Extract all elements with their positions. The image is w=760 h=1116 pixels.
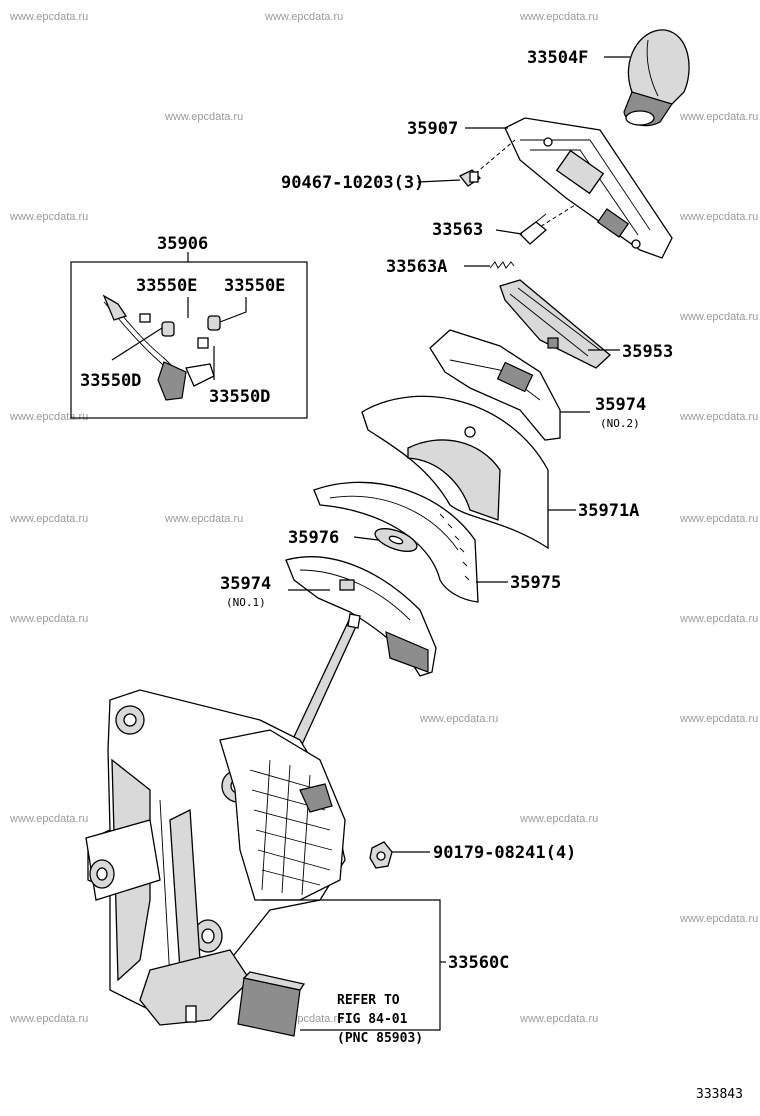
label-pin: 33563 — [432, 220, 483, 240]
shift-lever-assembly-drawing — [85, 613, 361, 1026]
label-washer: 35976 — [288, 528, 339, 548]
label-cover: 35971A — [578, 501, 639, 521]
watermark-text: www.epcdata.ru — [9, 411, 88, 423]
part-labels: 33504F 35907 90467-10203(3) 33563 33563A… — [80, 48, 743, 1102]
washer-drawing — [374, 528, 418, 552]
watermark-text: www.epcdata.ru — [9, 813, 88, 825]
label-indicator-no1-sub: (NO.1) — [226, 596, 266, 609]
label-lever-assy: 33560C — [448, 953, 509, 973]
watermark-text: www.epcdata.ru — [519, 1013, 598, 1025]
watermark-text: www.epcdata.ru — [164, 513, 243, 525]
watermark-text: www.epcdata.ru — [679, 111, 758, 123]
label-plate-upper: 35907 — [407, 119, 458, 139]
nut-drawing — [369, 841, 393, 869]
watermark-text: www.epcdata.ru — [679, 513, 758, 525]
watermark-text: www.epcdata.ru — [164, 111, 243, 123]
screw-drawing — [458, 169, 482, 187]
indicator-no1-drawing — [285, 556, 437, 677]
refer-line-2: FIG 84-01 — [337, 1012, 408, 1027]
leader-lines — [111, 56, 630, 1031]
watermark-text: www.epcdata.ru — [679, 311, 758, 323]
label-indicator-no2-sub: (NO.2) — [600, 417, 640, 430]
watermark-text: www.epcdata.ru — [9, 1013, 88, 1025]
label-indicator-no2: 35974 — [595, 395, 646, 415]
watermark-text: www.epcdata.ru — [9, 11, 88, 23]
label-bulb-e2: 33550E — [224, 276, 285, 296]
watermark-text: www.epcdata.ru — [519, 11, 598, 23]
watermark-text: www.epcdata.ru — [9, 513, 88, 525]
watermark-text: www.epcdata.ru — [264, 11, 343, 23]
watermark-text: www.epcdata.ru — [679, 713, 758, 725]
assy-bracket-box — [70, 261, 308, 419]
label-bulb-e1: 33550E — [136, 276, 197, 296]
refer-line-3: (PNC 85903) — [337, 1031, 423, 1046]
label-slide-plate: 35975 — [510, 573, 561, 593]
indicator-no2-drawing — [429, 329, 561, 441]
pin-drawing — [519, 213, 548, 245]
watermark-text: www.epcdata.ru — [679, 613, 758, 625]
label-socket-d1: 33550D — [80, 371, 141, 391]
shift-knob-drawing — [623, 29, 690, 127]
label-screw: 90467-10203(3) — [281, 173, 424, 193]
watermark-text: www.epcdata.ru — [419, 713, 498, 725]
watermark-text: www.epcdata.ru — [9, 613, 88, 625]
label-socket-d2: 33550D — [209, 387, 270, 407]
watermark-text: www.epcdata.ru — [519, 813, 598, 825]
label-spring: 33563A — [386, 257, 447, 277]
watermark-text: www.epcdata.ru — [9, 211, 88, 223]
label-knob: 33504F — [527, 48, 588, 68]
label-indicator-no1: 35974 — [220, 574, 271, 594]
watermark-text: www.epcdata.ru — [679, 913, 758, 925]
slide-plate-drawing — [313, 481, 479, 603]
watermark-text: www.epcdata.ru — [679, 211, 758, 223]
housing-drawing — [499, 279, 611, 369]
refer-line-1: REFER TO — [337, 993, 400, 1008]
label-nut: 90179-08241(4) — [433, 843, 576, 863]
cover-drawing — [361, 395, 549, 550]
label-assy-box: 35906 — [157, 234, 208, 254]
label-housing: 35953 — [622, 342, 673, 362]
upper-plate-drawing — [504, 117, 673, 259]
watermark-text: www.epcdata.ru — [679, 411, 758, 423]
figure-number: 333843 — [696, 1087, 743, 1102]
spring-drawing — [489, 261, 515, 269]
connector-drawing — [237, 971, 306, 1037]
